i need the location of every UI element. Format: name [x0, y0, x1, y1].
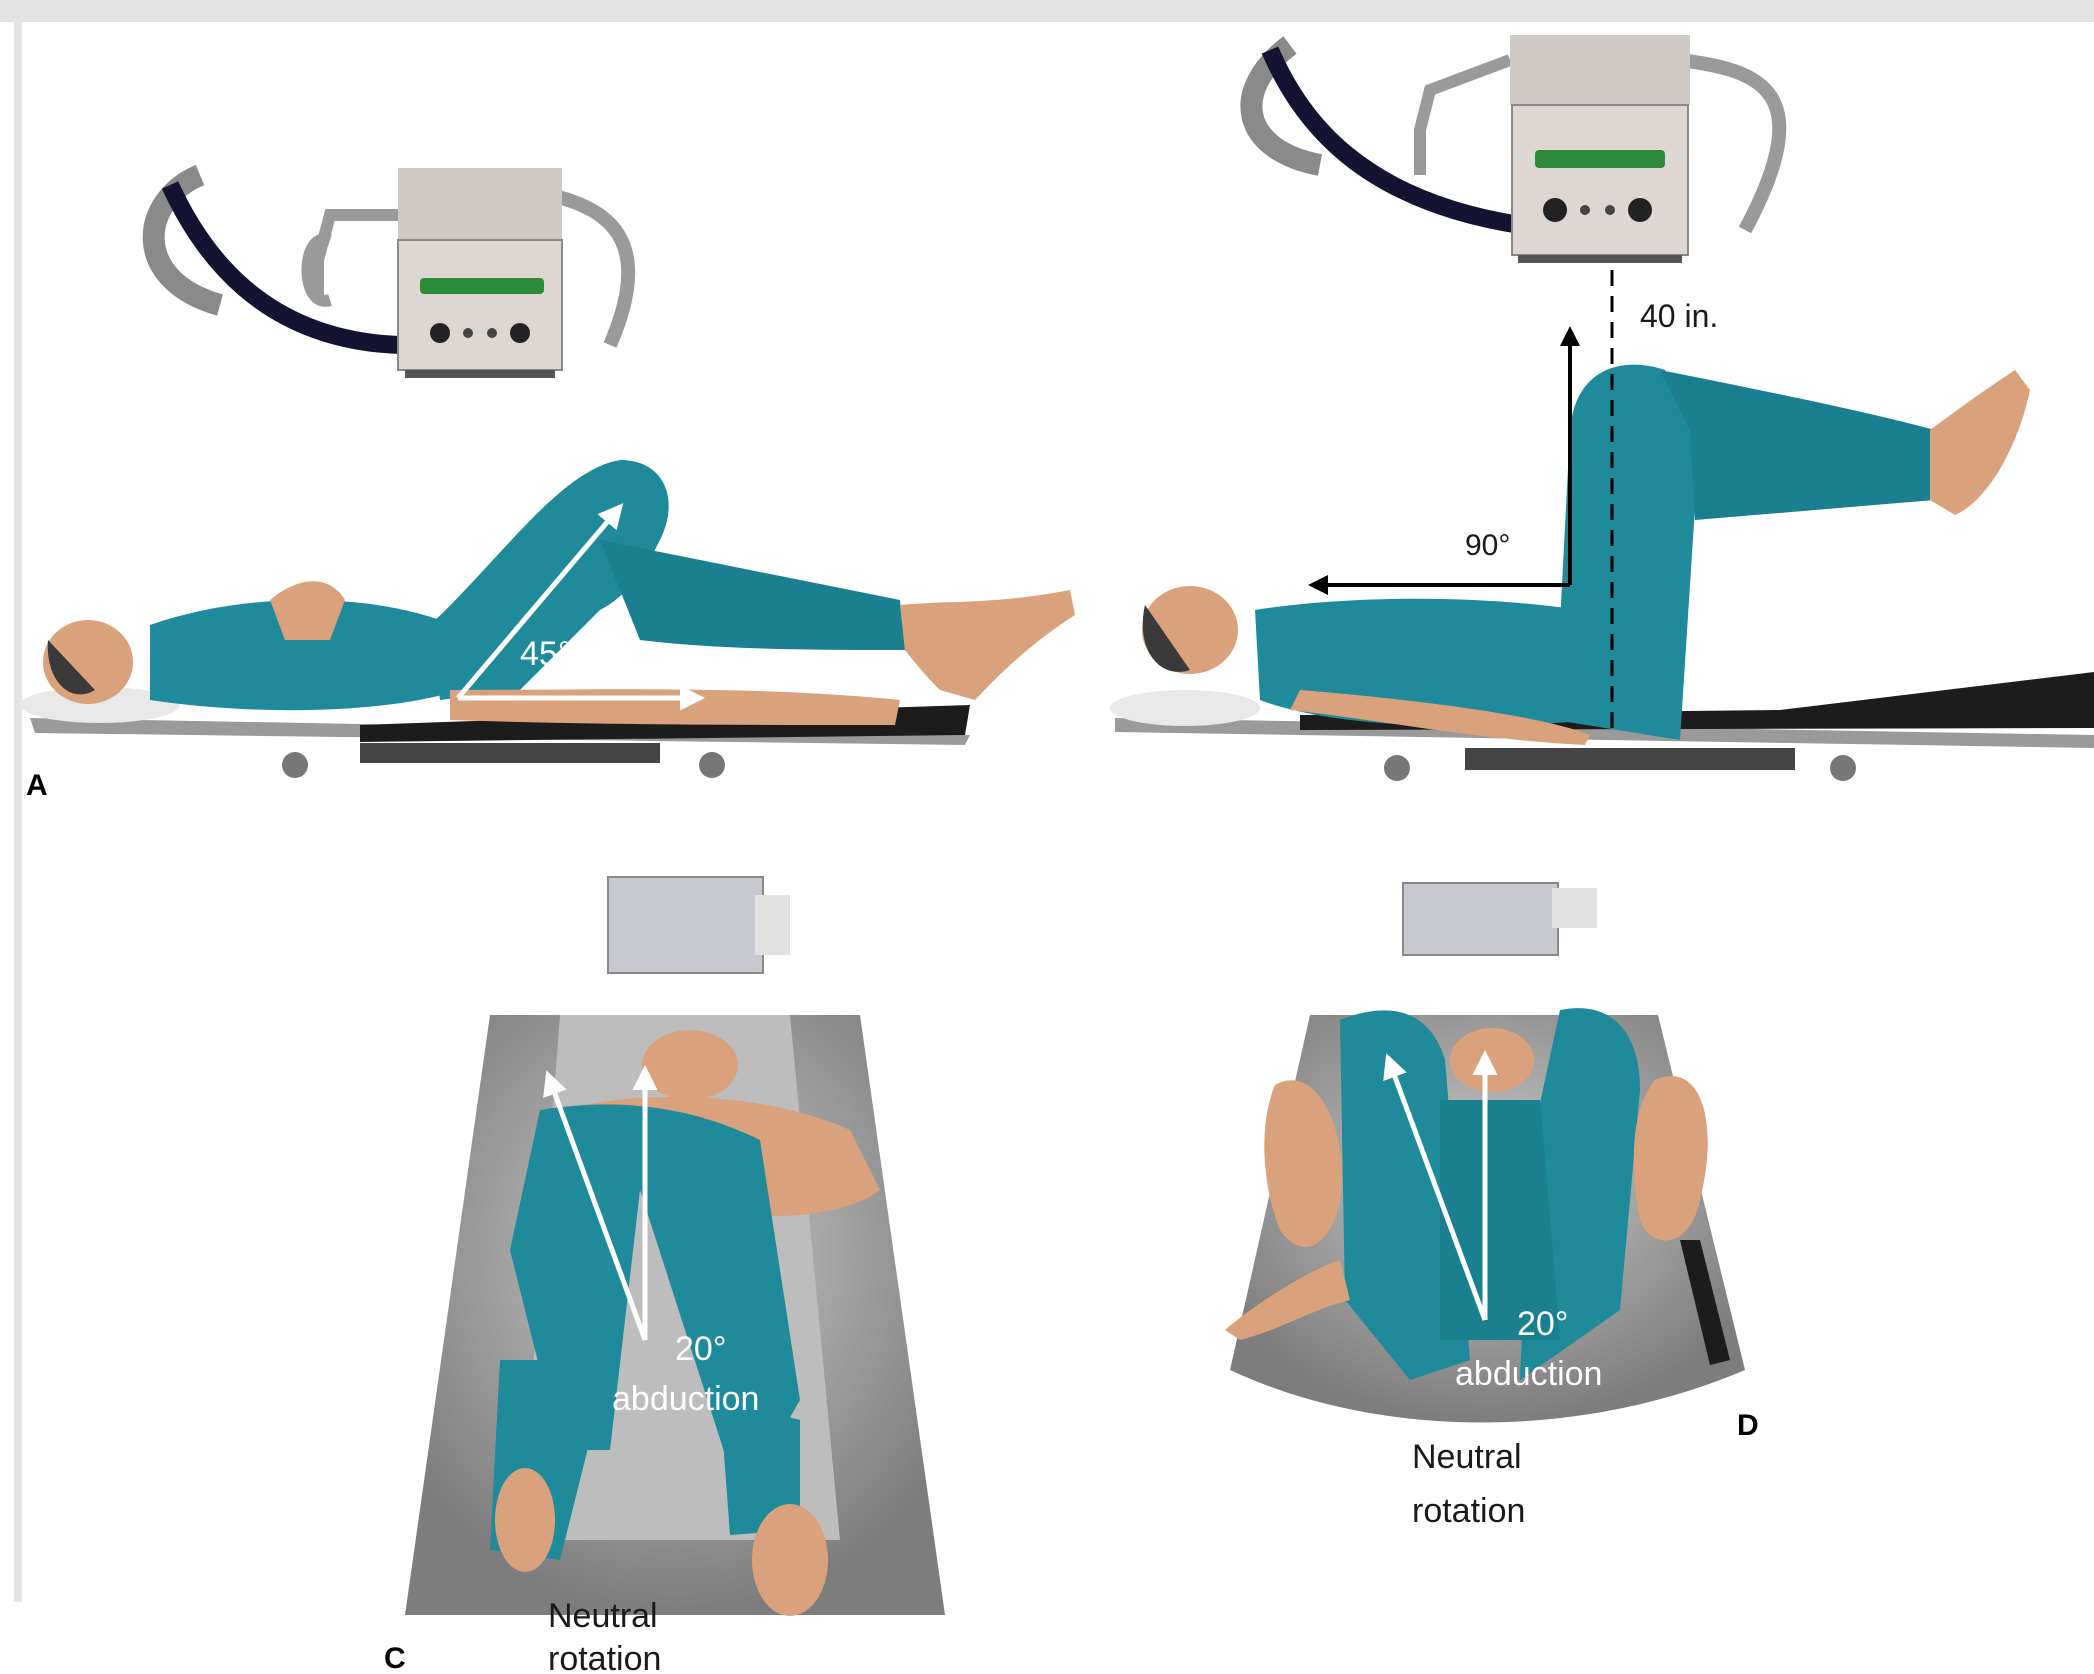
rotation-label-c-line1: Neutral — [548, 1597, 658, 1635]
motion-label-c: abduction — [612, 1380, 759, 1418]
panel-d: 20° abduction Neutral rotation D — [1225, 883, 1759, 1530]
patient-shin-a — [600, 540, 905, 650]
angle-label-b: 90° — [1465, 529, 1510, 562]
motion-label-d: abduction — [1455, 1355, 1602, 1393]
angle-label-a: 45° — [520, 635, 571, 673]
rotation-label-d-line2: rotation — [1412, 1492, 1525, 1530]
patient-foot-a — [900, 590, 1075, 700]
angle-label-c: 20° — [675, 1330, 726, 1368]
patient-foot-left-c — [495, 1468, 555, 1572]
panel-c: 20° abduction Neutral rotation C — [384, 877, 945, 1674]
xray-tube-b — [1251, 35, 1779, 263]
rotation-label-c-line2: rotation — [548, 1640, 661, 1674]
panel-b: 90° 40 in. — [1110, 35, 2094, 781]
xray-tube-a — [154, 168, 629, 378]
rotation-label-d-line1: Neutral — [1412, 1438, 1522, 1476]
panel-letter-d: D — [1737, 1409, 1759, 1442]
panel-a: 45° A — [20, 168, 1075, 802]
panel-letter-c: C — [384, 1642, 406, 1674]
patient-shin-b — [1660, 370, 1935, 520]
distance-label-b: 40 in. — [1640, 298, 1718, 334]
angle-label-d: 20° — [1517, 1305, 1568, 1343]
patient-foot-right-c — [752, 1504, 828, 1616]
patient-thigh-b — [1555, 365, 1700, 740]
detector-c — [608, 877, 790, 973]
patient-foot-b — [1930, 370, 2030, 515]
patient-head-d — [1450, 1028, 1534, 1092]
detector-d — [1403, 883, 1597, 955]
pillow-b — [1110, 690, 1260, 726]
panel-letter-a: A — [26, 769, 48, 802]
patient-head-c — [642, 1030, 738, 1100]
